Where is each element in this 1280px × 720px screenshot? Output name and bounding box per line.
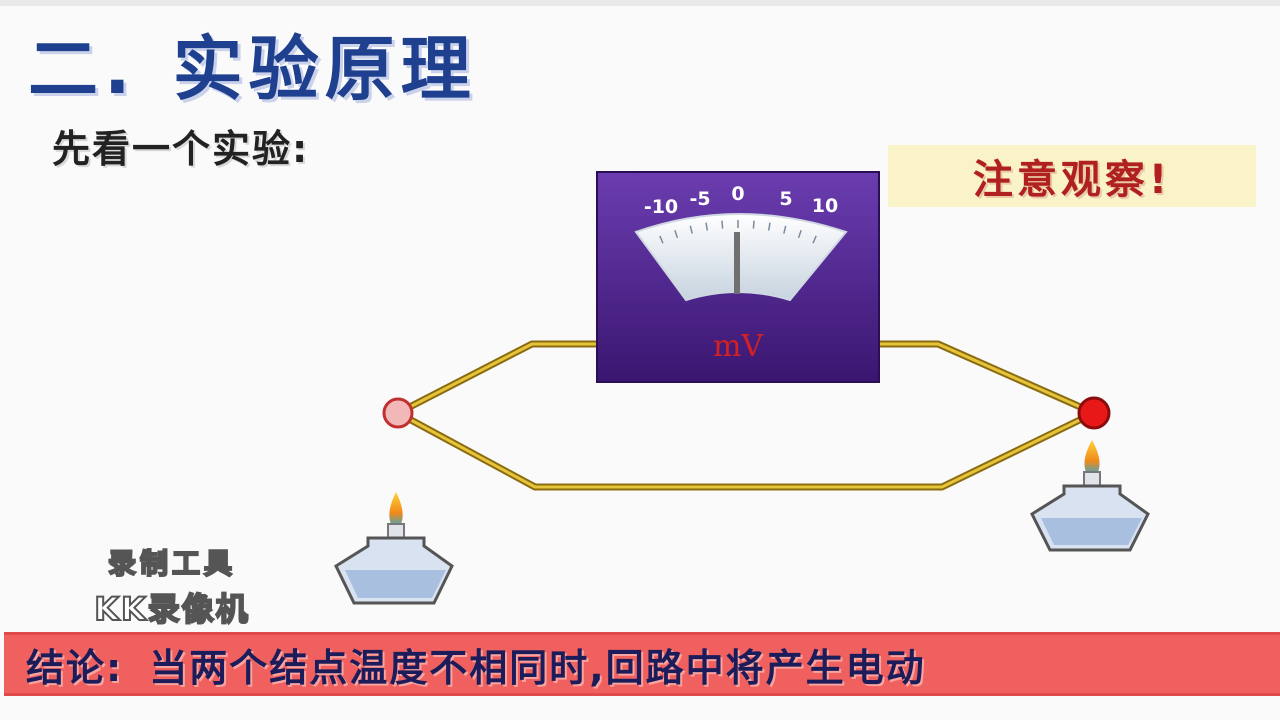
intro-text: 先看一个实验: — [52, 127, 310, 171]
meter-tick — [783, 225, 787, 234]
flame-icon — [1084, 440, 1100, 475]
scale-label: 0 — [731, 183, 744, 205]
meter-tick — [767, 222, 771, 231]
millivoltmeter: -10 -5 0 5 10 mV — [596, 171, 880, 383]
meter-dial-face — [634, 213, 848, 302]
scale-label: 10 — [812, 195, 838, 217]
meter-tick — [721, 220, 724, 229]
meter-tick — [659, 235, 664, 244]
recorder-watermark: 录制工具 KK录像机 — [52, 542, 292, 630]
watermark-line1: 录制工具 — [107, 546, 236, 581]
cold-junction — [382, 397, 414, 429]
scale-label: 5 — [779, 188, 792, 210]
meter-needle — [734, 232, 740, 294]
notice-text: 注意观察! — [972, 157, 1172, 203]
bottom-wire — [396, 409, 1096, 491]
alcohol-lamp-left — [334, 492, 454, 605]
meter-ticks — [659, 220, 817, 244]
watermark-line2: KK录像机 — [93, 589, 250, 629]
section-title: 实验原理 — [172, 27, 477, 110]
top-right-wire — [878, 340, 1096, 417]
alcohol-lamp-right — [1030, 440, 1150, 552]
meter-tick — [752, 220, 755, 229]
conclusion-banner: 结论: 当两个结点温度不相同时,回路中将产生电动 — [4, 632, 1280, 696]
circuit-wires — [396, 340, 1096, 491]
meter-tick — [705, 222, 709, 231]
section-number: 二. — [28, 27, 137, 110]
slide-title: 二. 实验原理 — [28, 18, 477, 110]
meter-tick — [812, 235, 817, 244]
flame-icon — [389, 492, 403, 527]
meter-tick — [689, 225, 693, 234]
scale-label: -10 — [644, 196, 678, 218]
meter-scale-labels: -10 -5 0 5 10 — [644, 183, 838, 218]
conclusion-label: 结论: — [26, 645, 124, 690]
scale-label: -5 — [689, 188, 710, 210]
meter-unit: mV — [713, 329, 764, 364]
notice-box: 注意观察! — [888, 145, 1256, 207]
top-left-wire — [396, 340, 600, 417]
top-border — [0, 0, 1280, 6]
meter-tick — [674, 229, 679, 239]
meter-tick — [797, 229, 802, 239]
hot-junction — [1077, 396, 1111, 430]
conclusion-text: 当两个结点温度不相同时,回路中将产生电动 — [149, 645, 926, 690]
